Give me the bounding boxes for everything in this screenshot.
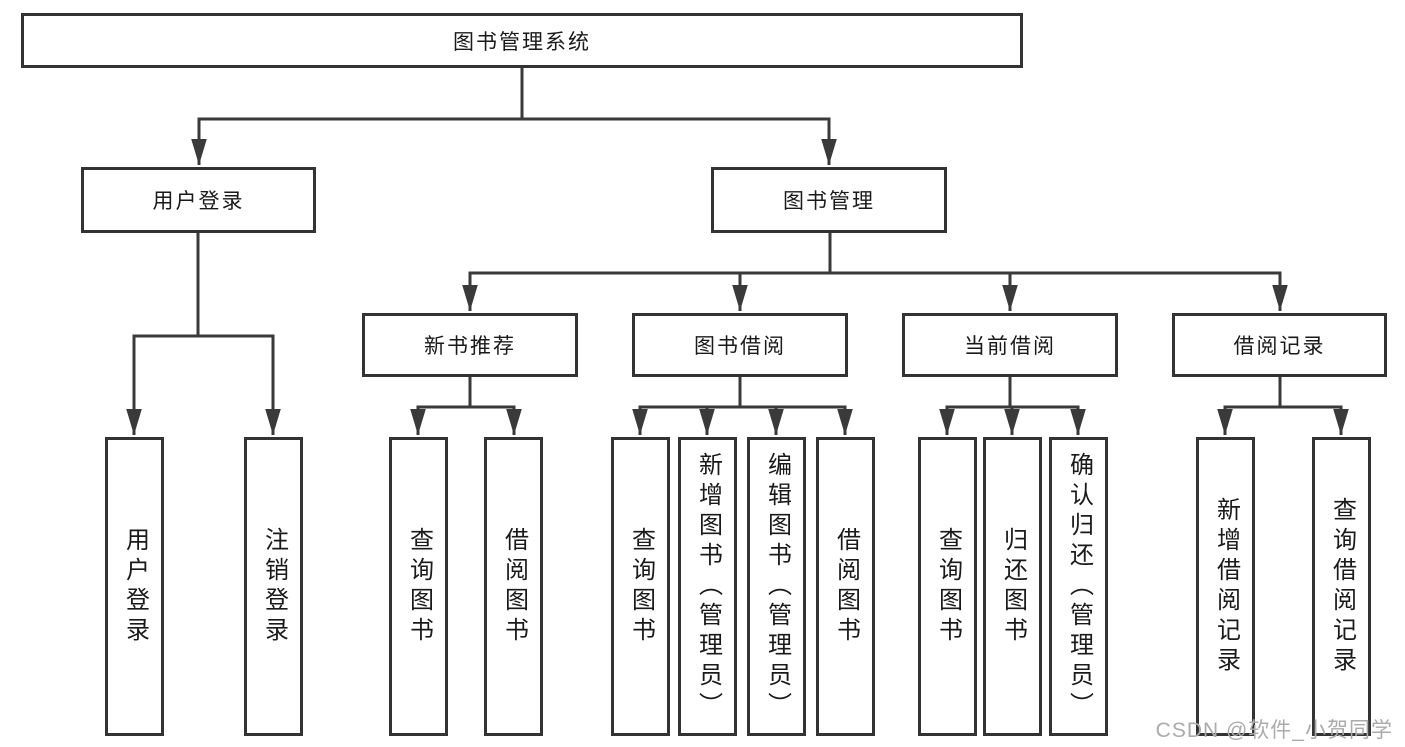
leaf-newrec-borrow-books: 借阅图书 [484, 437, 543, 736]
leaf-newrec-query-books: 查询图书 [389, 437, 448, 736]
leaf-user-login: 用户登录 [105, 437, 164, 736]
node-book-borrow-label: 图书借阅 [694, 335, 786, 358]
leaf-borrow-add-books-admin-label: 新增图书（管理员） [694, 451, 722, 722]
node-borrow-records: 借阅记录 [1172, 313, 1387, 377]
node-root: 图书管理系统 [21, 13, 1023, 68]
leaf-borrow-query-books-label: 查询图书 [627, 526, 655, 647]
leaf-logout: 注销登录 [244, 437, 303, 736]
node-book-management-label: 图书管理 [783, 190, 875, 213]
leaf-borrow-edit-books-admin-label: 编辑图书（管理员） [763, 451, 791, 722]
node-new-book-recommend: 新书推荐 [362, 313, 578, 377]
leaf-current-confirm-return-admin-label: 确认归还（管理员） [1065, 451, 1093, 722]
leaf-borrow-add-books-admin: 新增图书（管理员） [678, 437, 737, 736]
leaf-newrec-borrow-books-label: 借阅图书 [500, 526, 528, 647]
csdn-watermark: CSDN @软件_小贺同学 [1155, 719, 1393, 742]
leaf-current-return-books: 归还图书 [983, 437, 1042, 736]
leaf-borrow-borrow-books: 借阅图书 [816, 437, 875, 736]
leaf-borrow-query-books: 查询图书 [611, 437, 670, 736]
leaf-current-return-books-label: 归还图书 [999, 526, 1027, 647]
node-current-borrow-label: 当前借阅 [964, 335, 1056, 358]
node-user-login-label: 用户登录 [152, 190, 245, 213]
node-book-management: 图书管理 [711, 167, 947, 233]
leaf-borrow-edit-books-admin: 编辑图书（管理员） [747, 437, 806, 736]
node-new-book-recommend-label: 新书推荐 [424, 335, 516, 358]
leaf-current-query-books-label: 查询图书 [934, 526, 962, 647]
leaf-records-add-record: 新增借阅记录 [1196, 437, 1255, 736]
leaf-records-add-record-label: 新增借阅记录 [1212, 496, 1240, 677]
leaf-current-confirm-return-admin: 确认归还（管理员） [1049, 437, 1108, 736]
node-book-borrow: 图书借阅 [632, 313, 848, 377]
leaf-records-query-record-label: 查询借阅记录 [1328, 496, 1356, 677]
node-borrow-records-label: 借阅记录 [1233, 335, 1326, 358]
node-current-borrow: 当前借阅 [902, 313, 1118, 377]
leaf-logout-label: 注销登录 [260, 526, 288, 647]
leaf-current-query-books: 查询图书 [918, 437, 977, 736]
leaf-newrec-query-books-label: 查询图书 [405, 526, 433, 647]
leaf-records-query-record: 查询借阅记录 [1312, 437, 1371, 736]
node-root-label: 图书管理系统 [453, 30, 591, 54]
leaf-borrow-borrow-books-label: 借阅图书 [832, 526, 860, 647]
leaf-user-login-label: 用户登录 [121, 526, 149, 647]
node-user-login: 用户登录 [81, 167, 316, 233]
